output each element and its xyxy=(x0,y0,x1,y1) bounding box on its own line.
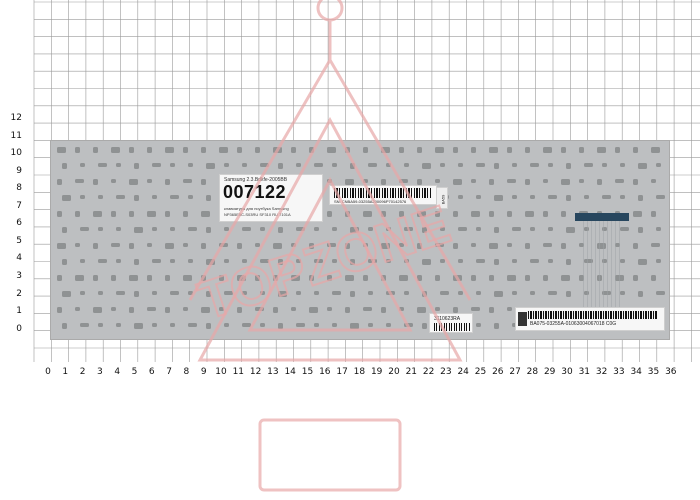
x-axis-tick-label: 5 xyxy=(131,367,138,377)
x-axis-tick-label: 18 xyxy=(353,367,366,377)
x-axis-tick-label: 9 xyxy=(200,367,207,377)
qr-code-icon xyxy=(518,312,527,326)
x-axis-tick-label: 23 xyxy=(440,367,452,377)
x-axis-tick-label: 0 xyxy=(45,367,51,377)
ribbon-cable xyxy=(583,221,621,311)
x-axis-tick-label: 24 xyxy=(457,367,469,377)
long-barcode-text: BA075-03255A-01063004067018 C0G xyxy=(530,321,617,327)
x-axis-tick-label: 15 xyxy=(301,367,314,377)
x-axis-tick-label: 12 xyxy=(249,367,262,377)
long-barcode-icon xyxy=(528,311,658,319)
x-axis-tick-label: 13 xyxy=(267,367,279,377)
product-label: Samsung 2.3.Bdkfe-2005BB 007122 клавиату… xyxy=(219,174,323,222)
product-label-number: 007122 xyxy=(223,182,287,202)
keyboard-backside: Samsung 2.3.Bdkfe-2005BB 007122 клавиату… xyxy=(50,140,670,340)
long-barcode-sticker: BA075-03255A-01063004067018 C0G xyxy=(515,307,665,331)
y-axis-tick-label: 11 xyxy=(10,130,22,141)
product-label-line4: NP365E5C-S03RU SF310 RU 7101A xyxy=(224,212,291,217)
ribbon-connector xyxy=(575,213,629,221)
small-barcode-icon xyxy=(434,323,470,331)
y-axis-tick-label: 4 xyxy=(16,253,22,264)
barcode-icon xyxy=(334,188,432,198)
x-axis-tick-label: 1 xyxy=(62,367,69,377)
side-sticker-text: BA59 xyxy=(440,194,446,205)
x-axis-tick-label: 35 xyxy=(647,367,660,377)
product-label-line3: клавиатура для ноутбука Samsung xyxy=(224,206,289,211)
x-axis-tick-label: 33 xyxy=(613,367,625,377)
x-axis-tick-label: 17 xyxy=(336,367,348,377)
x-axis-tick-label: 36 xyxy=(665,367,677,377)
x-axis-tick-label: 4 xyxy=(114,367,121,377)
barcode-sticker-text: SN: CNBA59-03255A200096P70142576 xyxy=(334,199,407,204)
x-axis-tick-label: 14 xyxy=(284,367,296,377)
y-axis-tick-label: 3 xyxy=(16,270,22,281)
x-axis-tick-label: 2 xyxy=(79,367,86,377)
x-axis-tick-label: 32 xyxy=(595,367,608,377)
small-barcode-sticker: 3110623RA xyxy=(429,313,473,333)
y-axis-tick-label: 9 xyxy=(16,165,22,176)
x-axis-tick-label: 31 xyxy=(578,367,591,377)
x-axis-tick-label: 10 xyxy=(215,367,227,377)
x-axis-tick-label: 8 xyxy=(183,367,190,377)
x-axis-tick-label: 22 xyxy=(422,367,435,377)
x-axis-tick-label: 3 xyxy=(97,367,103,377)
y-axis-tick-label: 12 xyxy=(10,113,22,123)
x-axis-tick-label: 29 xyxy=(543,367,556,377)
x-axis-tick-label: 26 xyxy=(492,367,504,377)
side-sticker: BA59 xyxy=(436,187,448,209)
y-axis-tick-label: 7 xyxy=(16,200,22,211)
y-axis-tick-label: 8 xyxy=(16,183,22,194)
x-axis-tick-label: 6 xyxy=(148,367,155,377)
small-barcode-text: 3110623RA xyxy=(434,316,461,322)
y-axis-tick-label: 0 xyxy=(16,323,22,334)
x-axis-tick-label: 16 xyxy=(319,367,331,377)
x-axis-tick-label: 7 xyxy=(166,367,172,377)
y-axis-tick-label: 1 xyxy=(16,306,22,317)
y-axis-tick-label: 6 xyxy=(16,218,22,229)
x-axis-tick-label: 21 xyxy=(405,367,418,377)
y-axis-tick-label: 2 xyxy=(16,288,22,299)
x-axis-tick-label: 30 xyxy=(561,367,573,377)
x-axis-tick-label: 20 xyxy=(388,367,400,377)
x-axis-tick-label: 34 xyxy=(630,367,642,377)
x-axis-tick-label: 28 xyxy=(526,367,539,377)
x-axis-tick-label: 25 xyxy=(474,367,487,377)
x-axis-tick-label: 27 xyxy=(509,367,521,377)
x-axis-tick-label: 11 xyxy=(232,367,245,377)
x-axis-tick-label: 19 xyxy=(370,367,383,377)
y-axis-tick-label: 5 xyxy=(16,235,22,246)
barcode-sticker: SN: CNBA59-03255A200096P70142576 xyxy=(329,185,437,205)
y-axis-tick-label: 10 xyxy=(10,148,22,159)
